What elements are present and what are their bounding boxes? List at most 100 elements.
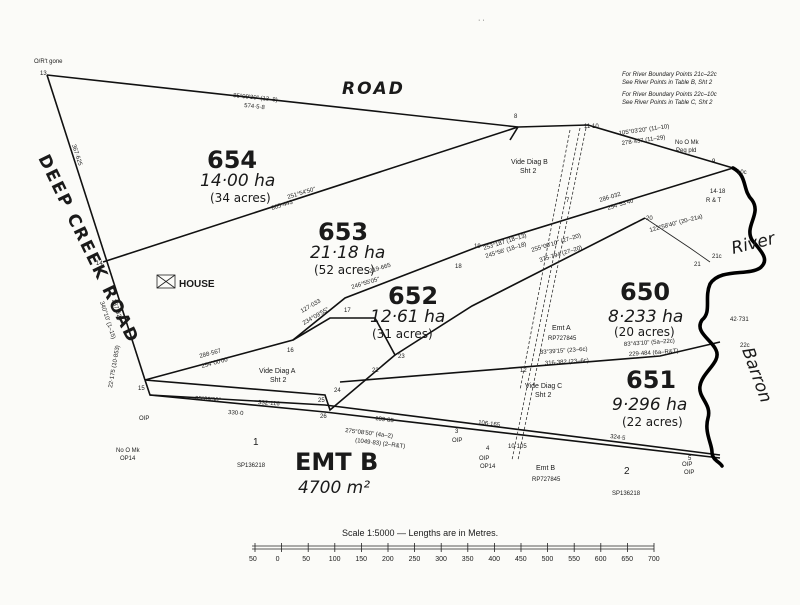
deep-creek-road-label: DEEP CREEK ROAD xyxy=(34,151,143,347)
station-17: 17 xyxy=(344,308,351,314)
station-7: 7 xyxy=(566,198,570,204)
neighbour-lot-1: 1 xyxy=(253,437,259,448)
station-15: 15 xyxy=(138,386,145,392)
lot-654-acres: (34 acres) xyxy=(210,191,271,205)
boundary-654-653 xyxy=(102,126,519,263)
station-13: 13 xyxy=(40,71,47,77)
lot-652-number: 652 xyxy=(388,282,438,310)
scale-tick-label: 700 xyxy=(648,556,660,563)
lot-650-number: 650 xyxy=(620,278,670,306)
bearing-17: 83°39'15" (23–6c) xyxy=(540,347,588,356)
bearing-19: 83°43'10" (5a–22c) xyxy=(624,338,675,348)
bearing-35: 22·175 (10·853) xyxy=(108,345,121,388)
bearing-16: 122°58'40" (20–21a) xyxy=(649,214,703,234)
bearing-30: 324·5 xyxy=(610,434,627,442)
road-label: ROAD xyxy=(342,79,405,99)
lot-653-number: 653 xyxy=(318,218,368,246)
station-10: 10 xyxy=(592,124,599,130)
station-11: 11 xyxy=(584,124,591,130)
scale-tick-label: 650 xyxy=(621,556,633,563)
scale-title: Scale 1:5000 — Lengths are in Metres. xyxy=(342,528,498,538)
bearing-20: 229·484 (6a–R&T) xyxy=(629,349,679,358)
bearing-23: 85°09'50" xyxy=(195,396,221,404)
plan-ref-1: SP136218 xyxy=(237,463,266,469)
peg-note-7: OIP xyxy=(452,438,462,444)
lot-652-area: 12·61 ha xyxy=(370,307,445,327)
boundary-652-south xyxy=(144,354,396,412)
lot-651-number: 651 xyxy=(626,366,676,394)
emt-b-name: EMT B xyxy=(295,448,378,476)
boundary-653-652 xyxy=(144,167,734,381)
emt-a-name: Emt A xyxy=(552,325,571,332)
boundary-stub xyxy=(509,126,519,141)
note-4: See River Points in Table C, Sht 2 xyxy=(622,100,713,106)
note-1: For River Boundary Points 21c–22c xyxy=(622,72,717,78)
bearing-31: 10·105 xyxy=(508,444,527,450)
easement-lines xyxy=(511,127,587,461)
peg-note-2: Peg pld xyxy=(676,148,696,154)
peg-note-4: No O Mk xyxy=(116,448,141,454)
station-20: 20 xyxy=(646,216,653,222)
lot-650-acres: (20 acres) xyxy=(614,325,675,339)
station-26: 26 xyxy=(320,414,327,420)
station-24: 24 xyxy=(334,388,341,394)
vide-c-line1: Vide Diag C xyxy=(525,383,562,390)
lot-653-acres: (52 acres) xyxy=(314,263,375,277)
station-14: 14 xyxy=(96,261,103,267)
bearing-18: 316·382 (23–6c) xyxy=(545,358,589,367)
note-2: See River Points in Table B, Sht 2 xyxy=(622,80,713,86)
station-8: 8 xyxy=(514,114,518,120)
neighbour-lot-2: 2 xyxy=(624,466,630,477)
lot-654-area: 14·00 ha xyxy=(200,171,275,191)
scale-tick-label: 150 xyxy=(355,556,367,563)
scale-tick-label: 600 xyxy=(595,556,607,563)
station-numbers: 13 8 11 10 9 10c 14 20 21c 7 19 18 17 16… xyxy=(40,71,750,462)
bearing-28: 189·85 xyxy=(375,416,395,424)
bearing-26: 275°08'50" (4a–2) xyxy=(345,428,393,440)
scale-tick-label: 500 xyxy=(542,556,554,563)
barron-label: Barron xyxy=(737,345,775,406)
station-12: 12 xyxy=(520,368,527,374)
barron-river-line xyxy=(698,166,767,468)
vide-a-line2: Sht 2 xyxy=(270,377,286,384)
lot-boundaries xyxy=(46,74,734,459)
vide-a-line1: Vide Diag A xyxy=(259,368,296,375)
bearing-0: 85°09'30" (13–8) xyxy=(233,93,278,104)
scale-tick-label: 0 xyxy=(276,556,280,563)
peg-note-1: No O Mk xyxy=(675,140,700,146)
scale-tick-label: 550 xyxy=(568,556,580,563)
bearing-24: 330·0 xyxy=(228,410,244,417)
station-16: 16 xyxy=(287,348,294,354)
note-3: For River Boundary Points 22c–10c xyxy=(622,92,717,98)
peg-note-5: OP14 xyxy=(120,456,136,462)
bearing-11: 246°55'05" xyxy=(351,277,381,291)
house-label: HOUSE xyxy=(179,279,215,290)
peg-note-10: OIP xyxy=(682,462,692,468)
bearing-36: 42·731 xyxy=(730,317,749,323)
station-4: 4 xyxy=(486,446,490,452)
station-25: 25 xyxy=(318,398,325,404)
vide-b-line1: Vide Diag B xyxy=(511,159,548,166)
peg-note-9: OP14 xyxy=(480,464,496,470)
lot-652-acres: (31 acres) xyxy=(372,327,433,341)
emt-b-small-plan: RP727845 xyxy=(532,477,561,483)
station-3: 3 xyxy=(455,429,459,435)
corner-note: O/R't gone xyxy=(34,59,63,65)
station-21: 21 xyxy=(694,262,701,268)
lot-651-acres: (22 acres) xyxy=(622,415,683,429)
scale-tick-label: 350 xyxy=(462,556,474,563)
scale-tick-label: 200 xyxy=(382,556,394,563)
station-9: 9 xyxy=(712,159,716,165)
station-5: 5 xyxy=(688,456,692,462)
scale-tick-label: 450 xyxy=(515,556,527,563)
bearing-37: 14·18 xyxy=(710,189,726,195)
vide-c-line2: Sht 2 xyxy=(535,392,551,399)
lot-651-area: 9·296 ha xyxy=(612,395,687,415)
lot-654-number: 654 xyxy=(207,146,257,174)
bearing-1: 574·5·8 xyxy=(244,103,266,111)
deep-creek-frontage-line xyxy=(46,74,146,381)
peg-note-11: OIP xyxy=(684,470,694,476)
